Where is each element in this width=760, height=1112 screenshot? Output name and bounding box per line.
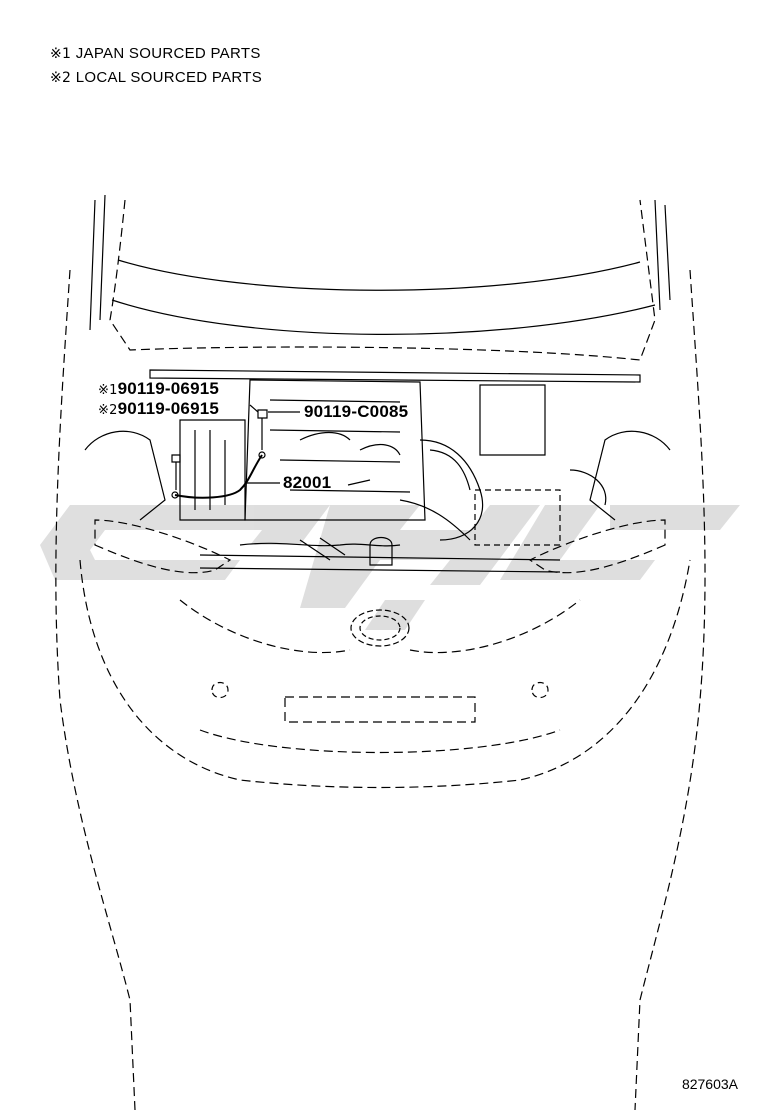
legend-mark-2: ※2 bbox=[50, 70, 72, 86]
upper-grille-right bbox=[409, 599, 581, 654]
cross-member bbox=[199, 554, 561, 573]
cable-terminal-left bbox=[171, 491, 179, 499]
bolt-left bbox=[171, 454, 181, 490]
pipe-right bbox=[399, 499, 471, 541]
fog-lamp-left bbox=[211, 681, 229, 699]
legend: ※1 JAPAN SOURCED PARTS ※2 LOCAL SOURCED … bbox=[50, 42, 262, 90]
right-fender-arch bbox=[589, 430, 671, 521]
front-bumper-outline bbox=[79, 559, 691, 789]
transmission-outline bbox=[179, 419, 246, 521]
battery-box bbox=[474, 489, 561, 546]
radiator-hose bbox=[239, 542, 401, 547]
callout-part-cable: 82001 bbox=[283, 473, 332, 492]
callout-part-japan: 90119-06915 bbox=[117, 379, 220, 398]
radiator-support bbox=[149, 369, 641, 383]
legend-text-2: LOCAL SOURCED PARTS bbox=[75, 69, 263, 86]
watermark-stroke-3 bbox=[500, 505, 655, 580]
bolt-right bbox=[257, 409, 268, 450]
engine-detail-2 bbox=[299, 431, 401, 456]
callout-mark-2: ※2 bbox=[98, 403, 118, 418]
watermark-stroke-1 bbox=[40, 505, 330, 580]
hood-outline bbox=[109, 199, 656, 361]
figure-id: 827603A bbox=[681, 1076, 738, 1092]
watermark-stroke-5 bbox=[365, 600, 425, 630]
callout-bolt-local: ※290119-06915 bbox=[98, 399, 219, 419]
intake-hose bbox=[419, 439, 484, 541]
hood-right-hinge bbox=[654, 199, 671, 311]
emblem-outer bbox=[350, 609, 410, 647]
legend-row-japan: ※1 JAPAN SOURCED PARTS bbox=[50, 42, 262, 66]
callout-bolt-japan: ※190119-06915 bbox=[98, 379, 219, 399]
callout-bolt-right: 90119-C0085 bbox=[304, 402, 408, 422]
lower-hose bbox=[299, 537, 346, 561]
fog-lamp-right bbox=[531, 681, 549, 699]
watermark-stroke-2 bbox=[300, 505, 540, 608]
lower-grille bbox=[284, 696, 476, 723]
legend-row-local: ※2 LOCAL SOURCED PARTS bbox=[50, 66, 262, 90]
hood-left-hinge bbox=[89, 194, 106, 331]
legend-mark-1: ※1 bbox=[50, 46, 72, 62]
hood-lower-edge bbox=[111, 299, 656, 335]
callout-part-right: 90119-C0085 bbox=[304, 402, 409, 421]
earth-cable bbox=[174, 454, 263, 499]
legend-text-1: JAPAN SOURCED PARTS bbox=[75, 45, 261, 62]
watermark-stroke-4 bbox=[610, 505, 740, 530]
callout-part-local: 90119-06915 bbox=[117, 399, 220, 418]
hood-front-edge bbox=[117, 259, 641, 291]
bumper-lower-lip bbox=[199, 729, 561, 754]
left-fender-arch bbox=[84, 430, 166, 521]
leader-bolt-local bbox=[249, 404, 259, 413]
cable-terminal-right bbox=[258, 451, 266, 459]
watermark bbox=[40, 505, 740, 630]
callout-mark-1: ※1 bbox=[98, 383, 118, 398]
coolant-reservoir bbox=[369, 536, 393, 566]
left-body-side bbox=[55, 269, 136, 1111]
right-body-side bbox=[634, 269, 706, 1111]
engine-detail-1 bbox=[269, 399, 411, 493]
emblem-inner bbox=[359, 615, 401, 641]
air-cleaner-box bbox=[479, 384, 546, 456]
headlight-left bbox=[94, 519, 232, 574]
leader-82001-right bbox=[347, 479, 371, 486]
engine-cover bbox=[244, 379, 426, 521]
intake-hose-inner bbox=[429, 449, 471, 491]
callout-cable: 82001 bbox=[283, 473, 331, 493]
right-strut-tower bbox=[569, 469, 607, 506]
upper-grille-left bbox=[179, 599, 351, 654]
